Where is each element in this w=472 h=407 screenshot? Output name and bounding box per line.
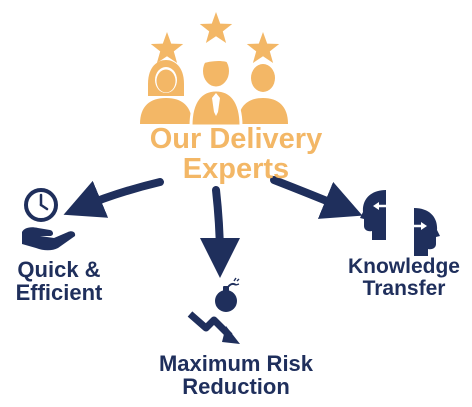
quick-line1: Quick & bbox=[17, 257, 101, 282]
quick-line2: Efficient bbox=[15, 280, 103, 306]
arrow-to-quick bbox=[63, 178, 164, 218]
arrow-to-risk bbox=[199, 186, 240, 278]
center-title-line1: Our Delivery bbox=[149, 123, 323, 155]
stars-icon bbox=[150, 12, 280, 63]
clock-hand-icon bbox=[22, 188, 76, 251]
person-center-icon bbox=[189, 52, 243, 128]
knowledge-line2: Transfer bbox=[362, 277, 446, 301]
connector-arrows bbox=[63, 176, 363, 278]
node-label-knowledge-transfer: Knowledge Transfer bbox=[338, 255, 470, 301]
person-right-icon bbox=[238, 64, 288, 124]
person-left-icon bbox=[140, 60, 192, 124]
expert-team-icon bbox=[140, 52, 288, 128]
risk-line2: Reduction bbox=[182, 374, 290, 400]
center-title: Our Delivery Experts bbox=[116, 124, 356, 185]
arrow-to-knowledge bbox=[270, 176, 363, 219]
heads-exchange-icon bbox=[360, 190, 440, 256]
node-label-quick-efficient: Quick & Efficient bbox=[0, 258, 118, 304]
star-icon bbox=[199, 12, 233, 43]
knowledge-line1: Knowledge bbox=[347, 255, 460, 278]
center-title-line2: Experts bbox=[182, 153, 290, 186]
star-icon bbox=[150, 32, 184, 63]
node-label-maximum-risk-reduction: Maximum Risk Reduction bbox=[108, 352, 364, 398]
risk-line1: Maximum Risk bbox=[158, 351, 314, 376]
bomb-downtrend-icon bbox=[187, 277, 240, 344]
star-icon bbox=[246, 32, 280, 63]
